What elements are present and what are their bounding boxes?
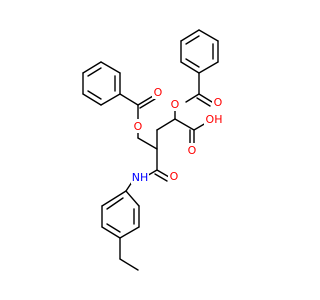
atom-label: O xyxy=(214,96,223,109)
atom-label: OH xyxy=(206,113,223,126)
atom-labels: O O O O OH O O NH xyxy=(131,85,225,184)
ester-left xyxy=(119,93,158,150)
ethyl-chain xyxy=(119,237,139,271)
molecule-diagram: O O O O OH O O NH xyxy=(82,29,225,271)
atom-label: O xyxy=(154,86,163,99)
atom-label: O xyxy=(170,170,179,183)
ethylphenyl-ring xyxy=(101,190,140,239)
carboxylic-acid xyxy=(174,118,207,144)
benzoyl-ring-right xyxy=(180,29,219,74)
atom-label: NH xyxy=(132,171,149,184)
benzoyl-ring-left xyxy=(82,61,121,106)
atom-label: O xyxy=(171,98,180,111)
atom-label: O xyxy=(188,144,197,157)
structure-svg: O O O O OH O O NH xyxy=(82,29,225,271)
atom-label: O xyxy=(134,120,143,133)
ester-right xyxy=(156,72,213,131)
